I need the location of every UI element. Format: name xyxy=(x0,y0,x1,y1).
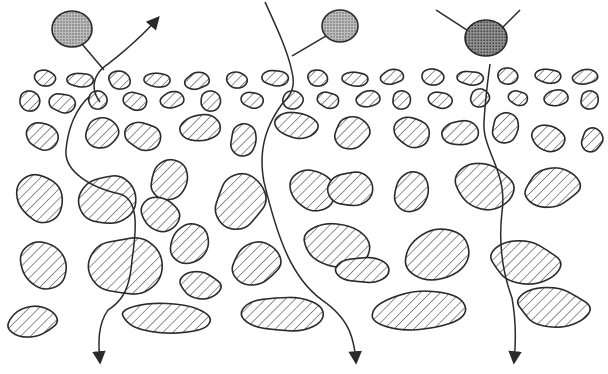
sand-grain-fine xyxy=(144,73,170,87)
sand-grain-coarse xyxy=(170,224,208,264)
grain-layer xyxy=(8,68,603,337)
sand-grain-fine xyxy=(394,117,429,147)
sand-grain-fine xyxy=(67,73,93,87)
sand-grain-fine xyxy=(342,72,368,86)
sand-grain-coarse xyxy=(328,172,373,205)
sand-grain-coarse xyxy=(79,176,136,223)
sand-grain-fine xyxy=(308,70,328,86)
particle-left xyxy=(52,11,92,47)
suspended-particles xyxy=(52,10,520,70)
sand-grain-coarse xyxy=(232,242,281,285)
sand-grain-fine xyxy=(26,123,58,150)
sand-grain-fine xyxy=(125,122,161,150)
sand-grain-fine xyxy=(275,112,318,138)
sand-grain-coarse xyxy=(518,288,590,328)
sand-grain-fine xyxy=(457,71,483,85)
sand-grain-coarse xyxy=(88,238,162,294)
sand-grain-fine xyxy=(356,91,380,107)
sand-grain-coarse xyxy=(20,242,66,289)
sand-grain-fine xyxy=(201,91,220,111)
sand-grain-coarse xyxy=(395,172,429,212)
sand-grain-fine xyxy=(180,115,220,141)
sand-grain-fine xyxy=(532,125,565,151)
particle-middle-tether xyxy=(292,36,326,56)
sand-grain-coarse xyxy=(372,291,465,330)
sand-grain-fine xyxy=(442,121,479,145)
sand-grain-coarse xyxy=(17,175,63,223)
sand-grain-fine xyxy=(109,71,130,89)
sand-grain-fine xyxy=(380,69,403,84)
sand-grain-fine xyxy=(582,128,603,152)
sand-grain-coarse xyxy=(241,297,323,330)
sand-grain-fine xyxy=(34,70,55,86)
sand-grain-fine xyxy=(493,113,519,143)
sand-grain-fine xyxy=(535,69,561,83)
sand-grain-coarse xyxy=(525,168,580,207)
sand-grain-coarse xyxy=(141,197,180,231)
sand-grain-fine xyxy=(544,90,568,106)
sand-grain-fine xyxy=(508,91,527,106)
sand-grain-fine xyxy=(185,72,210,89)
sand-grain-fine xyxy=(160,92,184,108)
sand-grain-fine xyxy=(241,92,263,108)
path-right-infiltrate xyxy=(484,64,515,362)
sand-grain-fine xyxy=(20,91,40,111)
particle-right xyxy=(465,20,507,56)
sand-grain-fine xyxy=(335,117,370,149)
particle-left-tether xyxy=(82,44,104,70)
sand-grain-coarse xyxy=(122,303,210,333)
sand-grain-coarse xyxy=(336,258,389,283)
sand-grain-coarse xyxy=(8,306,57,337)
sand-grain-fine xyxy=(262,71,288,86)
sand-grain-coarse xyxy=(215,174,266,230)
sand-grain-fine xyxy=(422,69,444,85)
sand-grain-fine xyxy=(572,69,597,84)
path-left-bounce xyxy=(94,18,158,102)
sand-grain-coarse xyxy=(405,229,468,280)
sand-grain-fine xyxy=(86,118,119,148)
sand-grain-fine xyxy=(317,92,338,108)
sand-grain-fine xyxy=(123,92,147,110)
sand-grain-fine xyxy=(581,91,598,109)
sand-grain-fine xyxy=(498,68,518,84)
particle-middle xyxy=(322,10,358,42)
sand-grain-coarse xyxy=(180,272,221,299)
sand-grain-fine xyxy=(231,124,256,156)
sand-grain-fine xyxy=(393,91,411,109)
sand-grain-fine xyxy=(227,72,248,88)
sand-grain-coarse xyxy=(455,163,514,209)
sand-grain-coarse xyxy=(151,160,187,200)
sand-grain-fine xyxy=(49,94,75,113)
sand-grain-fine xyxy=(428,92,452,108)
